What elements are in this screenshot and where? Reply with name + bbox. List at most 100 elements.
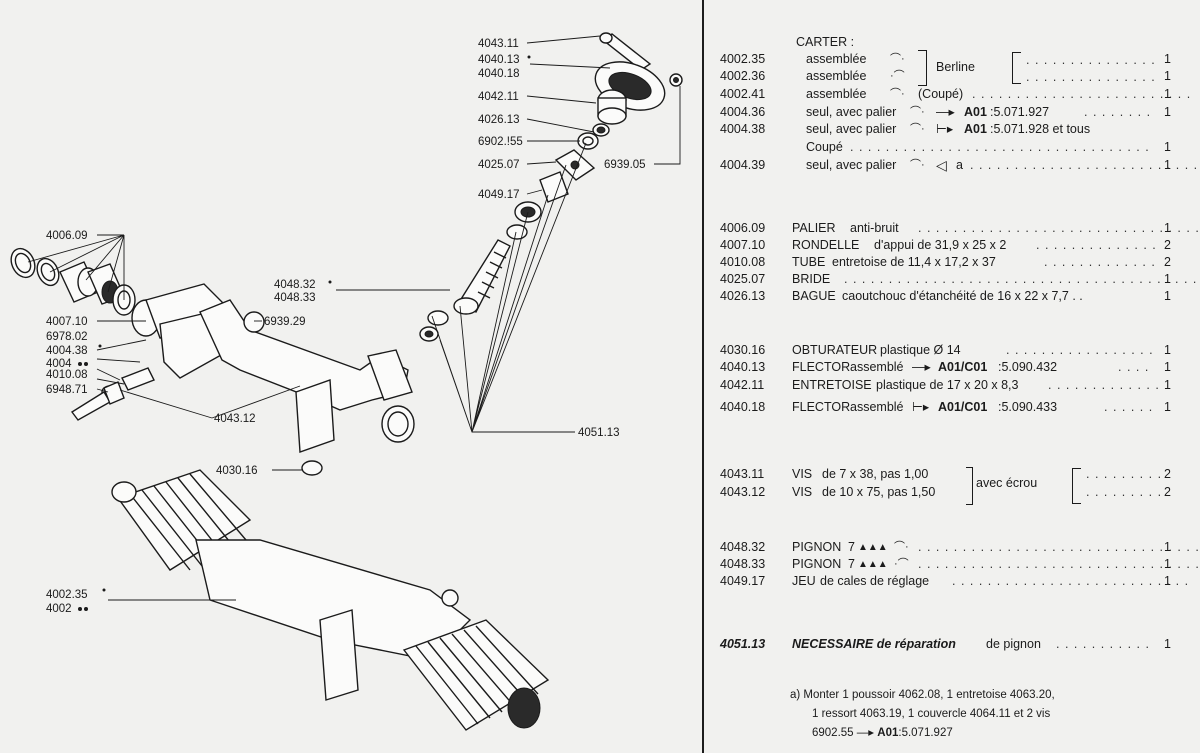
part-qty: 1 — [1164, 272, 1171, 286]
part-qty: 2 — [1164, 238, 1171, 252]
steering-right-icon: ·⌒ — [890, 70, 905, 82]
part-ref: 4025.07 — [720, 272, 766, 286]
vehicle-code: A01 — [877, 727, 899, 739]
parts-row: 4042.11 ENTRETOISE plastique de 17 x 20 … — [704, 377, 1194, 394]
label-4002: 4002 — [46, 603, 72, 615]
part-name: NECESSAIRE de réparation — [792, 637, 956, 651]
label-6902-55: 6902.!55 — [478, 136, 523, 148]
parts-row: 4002.36 assemblée ·⌒ 1 — [704, 68, 1194, 85]
part-qty: 1 — [1164, 69, 1171, 83]
leader-dots: . . . . . . — [1104, 400, 1154, 414]
variant-dot-markers — [78, 55, 531, 611]
part-qty: 1 — [1164, 360, 1171, 374]
part-ref: 4051.13 — [720, 637, 766, 651]
part-qty: 1 — [1164, 221, 1171, 235]
part-desc: assemblé — [850, 400, 904, 414]
label-4006-09: 4006.09 — [46, 230, 88, 242]
part-qty: 1 — [1164, 557, 1171, 571]
berline-label-row: Berline — [704, 59, 1194, 76]
vehicle-code: A01 — [964, 105, 987, 119]
part-qty: 1 — [1164, 105, 1171, 119]
label-4010-08: 4010.08 — [46, 369, 88, 381]
part-desc: de 7 x 38, pas 1,00 — [822, 467, 929, 481]
part-ref: 4004.38 — [720, 122, 766, 136]
label-4043-12: 4043.12 — [214, 413, 256, 425]
leader-dots: . . . . . . . . . . . . . . . — [1026, 70, 1156, 84]
footnote-line-2: 1 ressort 4063.19, 1 couvercle 4064.11 e… — [812, 708, 1051, 720]
until-arrow-icon: —▸ — [856, 727, 875, 739]
part-desc: 7 — [848, 557, 855, 571]
flector-assembly-drawing — [419, 32, 683, 342]
part-qty: 1 — [1164, 289, 1171, 303]
part-name: TUBE — [792, 255, 826, 269]
label-4043-11: 4043.11 — [478, 38, 519, 50]
vehicle-code: A01 — [964, 122, 987, 136]
label-4025-07: 4025.07 — [478, 159, 520, 171]
part-desc: d'appui de 31,9 x 25 x 2 — [874, 238, 1007, 252]
part-desc: assemblé — [850, 360, 904, 374]
part-desc: assemblée — [806, 87, 867, 101]
parts-row: 4006.09 PALIER anti-bruit . . . . . . . … — [704, 220, 1199, 237]
label-4042-11: 4042.11 — [478, 91, 519, 103]
part-ref: 4004.36 — [720, 105, 766, 119]
label-4040-13: 4040.13 — [478, 54, 520, 66]
part-qty: 2 — [1164, 485, 1171, 499]
parts-row: 4010.08 TUBE entretoise de 11,4 x 17,2 x… — [704, 254, 1194, 271]
part-qty: 1 — [1164, 540, 1171, 554]
part-ref: 4048.32 — [720, 540, 766, 554]
parts-row: 4040.18 FLECTOR assemblé ⊢▸ A01/C01 :5.0… — [704, 399, 1194, 416]
parts-row: 4004.38 seul, avec palier ⌒· ⊢▸ A01 :5.0… — [704, 121, 1194, 138]
part-desc: plastique de 17 x 20 x 8,3 — [876, 378, 1019, 392]
part-name: BRIDE — [792, 272, 831, 286]
label-4007-10: 4007.10 — [46, 316, 88, 328]
part-ref: 4006.09 — [720, 221, 766, 235]
leader-dots: . . . . . . . . . . . . . — [1044, 255, 1156, 269]
footnote-screw-ref: 6902.55 — [812, 727, 854, 739]
leader-dots: . . . . . . . . . . . . . . . . . . . . … — [918, 557, 1200, 571]
parts-row: 4007.10 RONDELLE d'appui de 31,9 x 25 x … — [704, 237, 1194, 254]
part-name: JEU — [792, 574, 816, 588]
leader-dots: . . . . . . . . — [1084, 105, 1152, 119]
part-name: PIGNON — [792, 557, 842, 571]
parts-row: 4043.12 VIS de 10 x 75, pas 1,50 2 — [704, 484, 1194, 501]
part-name: RONDELLE — [792, 238, 860, 252]
parts-row: 4025.07 BRIDE . . . . . . . . . . . . . … — [704, 271, 1200, 288]
avec-ecrou-label: avec écrou — [976, 476, 1038, 490]
part-qty: 1 — [1164, 140, 1171, 154]
housing-upper-drawing — [131, 283, 415, 476]
part-desc: seul, avec palier — [806, 122, 897, 136]
triangle-markers: ▲▲▲ — [858, 542, 888, 553]
part-ref: 4040.13 — [720, 360, 766, 374]
steering-left-icon: ⌒· — [890, 53, 905, 65]
part-ref: 4007.10 — [720, 238, 766, 252]
note-ref: a — [956, 158, 963, 172]
steering-left-icon: ⌒· — [910, 106, 925, 118]
label-4026-13: 4026.13 — [478, 114, 520, 126]
part-ref: 4043.11 — [720, 467, 765, 481]
page-divider — [702, 0, 704, 753]
diagram-labels: 4043.11 4040.13 4040.18 4042.11 4026.13 … — [46, 38, 646, 615]
part-desc: assemblée — [806, 69, 867, 83]
footnote-line-3: 6902.55 —▸ A01:5.071.927 — [812, 725, 953, 741]
triangle-marker-icon: ◁ — [936, 157, 947, 173]
parts-row-kit: 4051.13 NECESSAIRE de réparation de pign… — [704, 636, 1194, 653]
label-4004-38: 4004.38 — [46, 345, 88, 357]
steering-left-icon: ⌒· — [890, 88, 905, 100]
label-4004: 4004 — [46, 358, 72, 370]
part-desc: anti-bruit — [850, 221, 899, 235]
part-qty: 2 — [1164, 467, 1171, 481]
part-ref: 4026.13 — [720, 289, 766, 303]
housing-lower-drawing — [111, 469, 550, 731]
serial-number: :5.071.927 — [898, 727, 953, 739]
parts-row: 4002.41 assemblée ⌒· (Coupé) . . . . . .… — [704, 86, 1194, 103]
steering-left-icon: ⌒· — [910, 123, 925, 135]
berline-bracket — [918, 50, 927, 86]
part-desc: caoutchouc d'étanchéité de 16 x 22 x 7,7… — [842, 289, 1083, 303]
leader-dots: . . . . . . . . . — [1086, 485, 1163, 499]
label-4040-18: 4040.18 — [478, 68, 520, 80]
avec-ecrou-row: avec écrou — [704, 475, 1194, 492]
part-ref: 4002.36 — [720, 69, 766, 83]
part-desc: de 10 x 75, pas 1,50 — [822, 485, 936, 499]
part-name: PALIER — [792, 221, 836, 235]
part-desc: Coupé — [806, 140, 843, 154]
